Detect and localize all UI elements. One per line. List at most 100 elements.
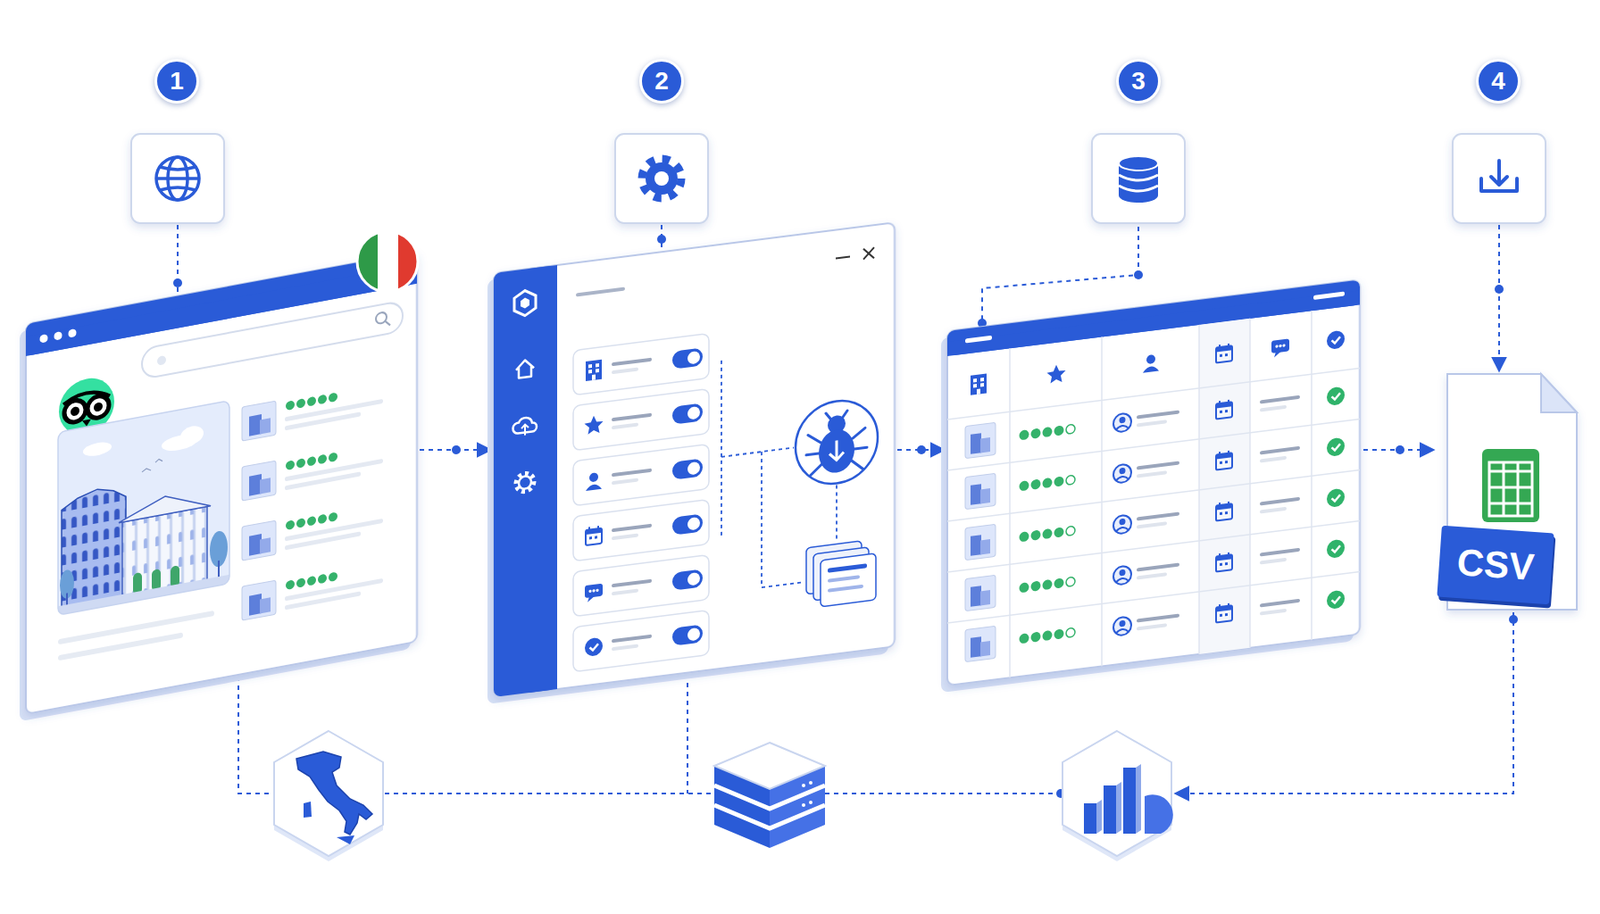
owl-logo	[87, 394, 109, 420]
data-table-window	[1047, 363, 1067, 384]
data-table-window	[947, 290, 1360, 357]
chart-tile	[1062, 731, 1172, 857]
browser-window	[19, 251, 417, 722]
csv-file	[1541, 374, 1577, 413]
scraper-window	[585, 525, 602, 546]
scraper-window	[516, 358, 534, 379]
data-table-window	[947, 279, 1360, 686]
step-icon-box	[1452, 133, 1546, 224]
download-icon	[1491, 176, 1508, 185]
gear-icon	[645, 162, 678, 195]
database-icon	[1118, 185, 1159, 192]
hero-photo	[118, 488, 211, 524]
crawler-bug-icon	[795, 396, 878, 490]
scraper-window	[518, 475, 532, 491]
document-stack	[820, 553, 876, 608]
scraper-window	[573, 333, 709, 396]
scraper-window	[516, 472, 534, 493]
data-table-window	[970, 374, 987, 396]
italy-flag	[355, 229, 421, 294]
browser-window	[141, 300, 403, 380]
map-tile	[336, 835, 355, 845]
server-stack	[714, 742, 825, 790]
file-type-band: CSV	[1436, 525, 1554, 606]
globe-icon	[159, 187, 196, 191]
dashed-leader	[1498, 225, 1500, 370]
chart-tile	[1123, 767, 1136, 834]
browser-window	[157, 355, 167, 367]
step-number: 1	[154, 58, 200, 104]
data-table-window	[965, 335, 992, 344]
browser-window	[375, 311, 387, 325]
data-table-window	[965, 430, 1345, 510]
chart-tile	[1096, 800, 1102, 834]
connector-dot	[916, 445, 926, 455]
step-number: 2	[639, 58, 684, 104]
gear-icon	[641, 158, 682, 199]
map-tile	[274, 731, 384, 857]
scraper-window	[835, 484, 838, 542]
data-table-window	[965, 532, 1345, 612]
hero-photo	[217, 560, 220, 580]
scraper-window	[575, 286, 625, 297]
chart-tile	[1144, 794, 1174, 834]
hero-photo	[58, 400, 230, 617]
database-icon	[1118, 156, 1159, 171]
table-grid	[947, 418, 1360, 471]
scraper-window	[584, 583, 603, 604]
connector-dot	[657, 234, 667, 244]
table-grid	[947, 304, 1360, 686]
csv-file	[1447, 374, 1577, 610]
step-icon-box	[131, 133, 225, 224]
server-stack	[714, 742, 825, 849]
dashed-leader	[982, 226, 1139, 324]
browser-window	[241, 500, 384, 561]
scraper-window	[863, 247, 875, 260]
browser-window	[384, 319, 391, 326]
step-icon-box	[131, 133, 1546, 224]
document-stack	[806, 539, 876, 609]
scraper-window	[573, 389, 709, 451]
data-table-window	[1313, 291, 1345, 300]
browser-window	[241, 381, 384, 442]
globe-icon	[156, 157, 200, 200]
dashed-leader	[238, 676, 273, 794]
data-table-window	[965, 481, 1345, 561]
map-tile	[274, 731, 384, 862]
globe-icon	[156, 157, 200, 200]
server-stack	[714, 805, 825, 829]
table-grid	[947, 520, 1360, 573]
hero-photo	[141, 458, 163, 473]
data-table-window	[1142, 353, 1159, 373]
scraper-window	[573, 444, 709, 507]
owl-logo	[93, 401, 103, 413]
browser-window	[58, 610, 215, 645]
crawler-bug-icon	[806, 408, 867, 477]
step-number: 3	[1116, 58, 1161, 104]
globe-icon	[156, 176, 200, 181]
server-stack	[808, 781, 813, 785]
document-stack	[827, 584, 864, 593]
scraper-window	[835, 257, 850, 259]
csv-file	[1447, 374, 1577, 610]
scraper-window	[487, 222, 895, 705]
italy-flag	[377, 229, 399, 294]
data-table-window	[1271, 338, 1290, 358]
scraper-window	[584, 637, 603, 659]
csv-file	[1516, 462, 1520, 517]
owl-logo	[70, 406, 80, 417]
crawler-bug-icon	[795, 396, 878, 490]
map-tile	[296, 751, 373, 835]
chart-tile	[1116, 782, 1122, 834]
data-table-window	[1326, 330, 1345, 350]
node-text: 4	[1491, 66, 1506, 96]
map-tile	[296, 751, 373, 845]
download-icon	[1481, 160, 1517, 192]
data-table-window	[1216, 342, 1233, 363]
document-stack	[827, 575, 860, 584]
csv-file	[1489, 462, 1533, 517]
hero-photo	[58, 575, 230, 617]
table-grid	[947, 367, 1360, 420]
hero-photo	[83, 440, 112, 459]
